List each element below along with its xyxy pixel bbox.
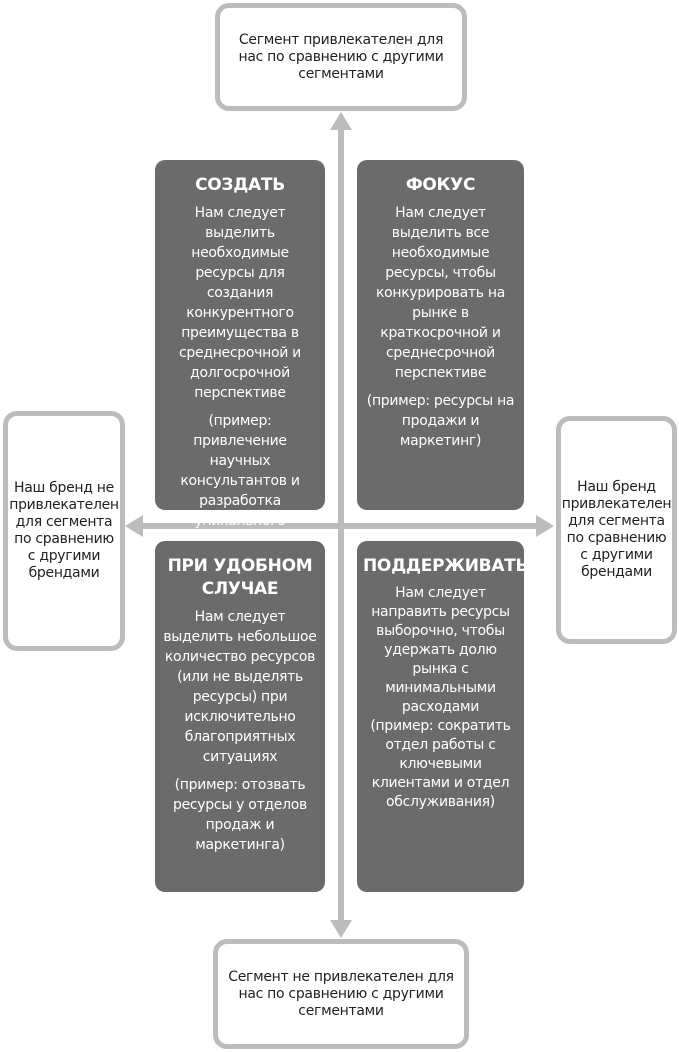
quadrant-maintain: ПОДДЕРЖИВАТЬ Нам следует направить ресур… (357, 541, 529, 892)
bottom-axis-label: Сегмент не привлекателен для нас по срав… (213, 939, 469, 1049)
arrow-left-icon (125, 515, 143, 537)
arrow-right-icon (536, 515, 554, 537)
quadrant-opportunistic: ПРИ УДОБНОМ СЛУЧАЕ Нам следует выделить … (155, 541, 325, 892)
quadrant-maintain-title: ПОДДЕРЖИВАТЬ (363, 556, 529, 576)
arrow-down-icon (330, 920, 352, 938)
right-axis-label: Наш бренд привлекателен для сегмента по … (556, 416, 677, 644)
quadrant-focus: ФОКУС Нам следует выделить все необходим… (357, 160, 524, 510)
quadrant-opportunistic-body: Нам следует выделить небольшое количеств… (163, 609, 317, 765)
top-axis-label-text: Сегмент привлекателен для нас по сравнен… (238, 31, 444, 82)
quadrant-create: СОЗДАТЬ Нам следует выделить необходимые… (155, 160, 325, 549)
bottom-axis-label-text: Сегмент не привлекателен для нас по срав… (228, 968, 454, 1019)
quadrant-focus-body: Нам следует выделить все необходимые рес… (376, 205, 505, 381)
quadrant-maintain-example: (пример: сократить отдел работы с ключев… (370, 718, 511, 810)
quadrant-maintain-body: Нам следует направить ресурсы выборочно,… (371, 585, 510, 715)
quadrant-focus-title: ФОКУС (405, 175, 476, 195)
quadrant-opportunistic-example: (пример: отозвать ресурсы у отделов прод… (173, 777, 307, 853)
arrow-up-icon (330, 112, 352, 130)
quadrant-create-example: (пример: привлечение научных консультант… (180, 413, 300, 549)
quadrant-create-body: Нам следует выделить необходимые ресурсы… (179, 205, 301, 401)
left-axis-label-text: Наш бренд не привлекателен для сегмента … (9, 480, 119, 581)
quadrant-create-title: СОЗДАТЬ (195, 175, 285, 195)
right-axis-label-text: Наш бренд привлекателен для сегмента по … (561, 479, 672, 580)
quadrant-opportunistic-title: ПРИ УДОБНОМ СЛУЧАЕ (167, 556, 313, 599)
top-axis-label: Сегмент привлекателен для нас по сравнен… (215, 3, 467, 111)
quadrant-focus-example: (пример: ресурсы на продажи и маркетинг) (366, 393, 515, 449)
left-axis-label: Наш бренд не привлекателен для сегмента … (3, 411, 125, 651)
